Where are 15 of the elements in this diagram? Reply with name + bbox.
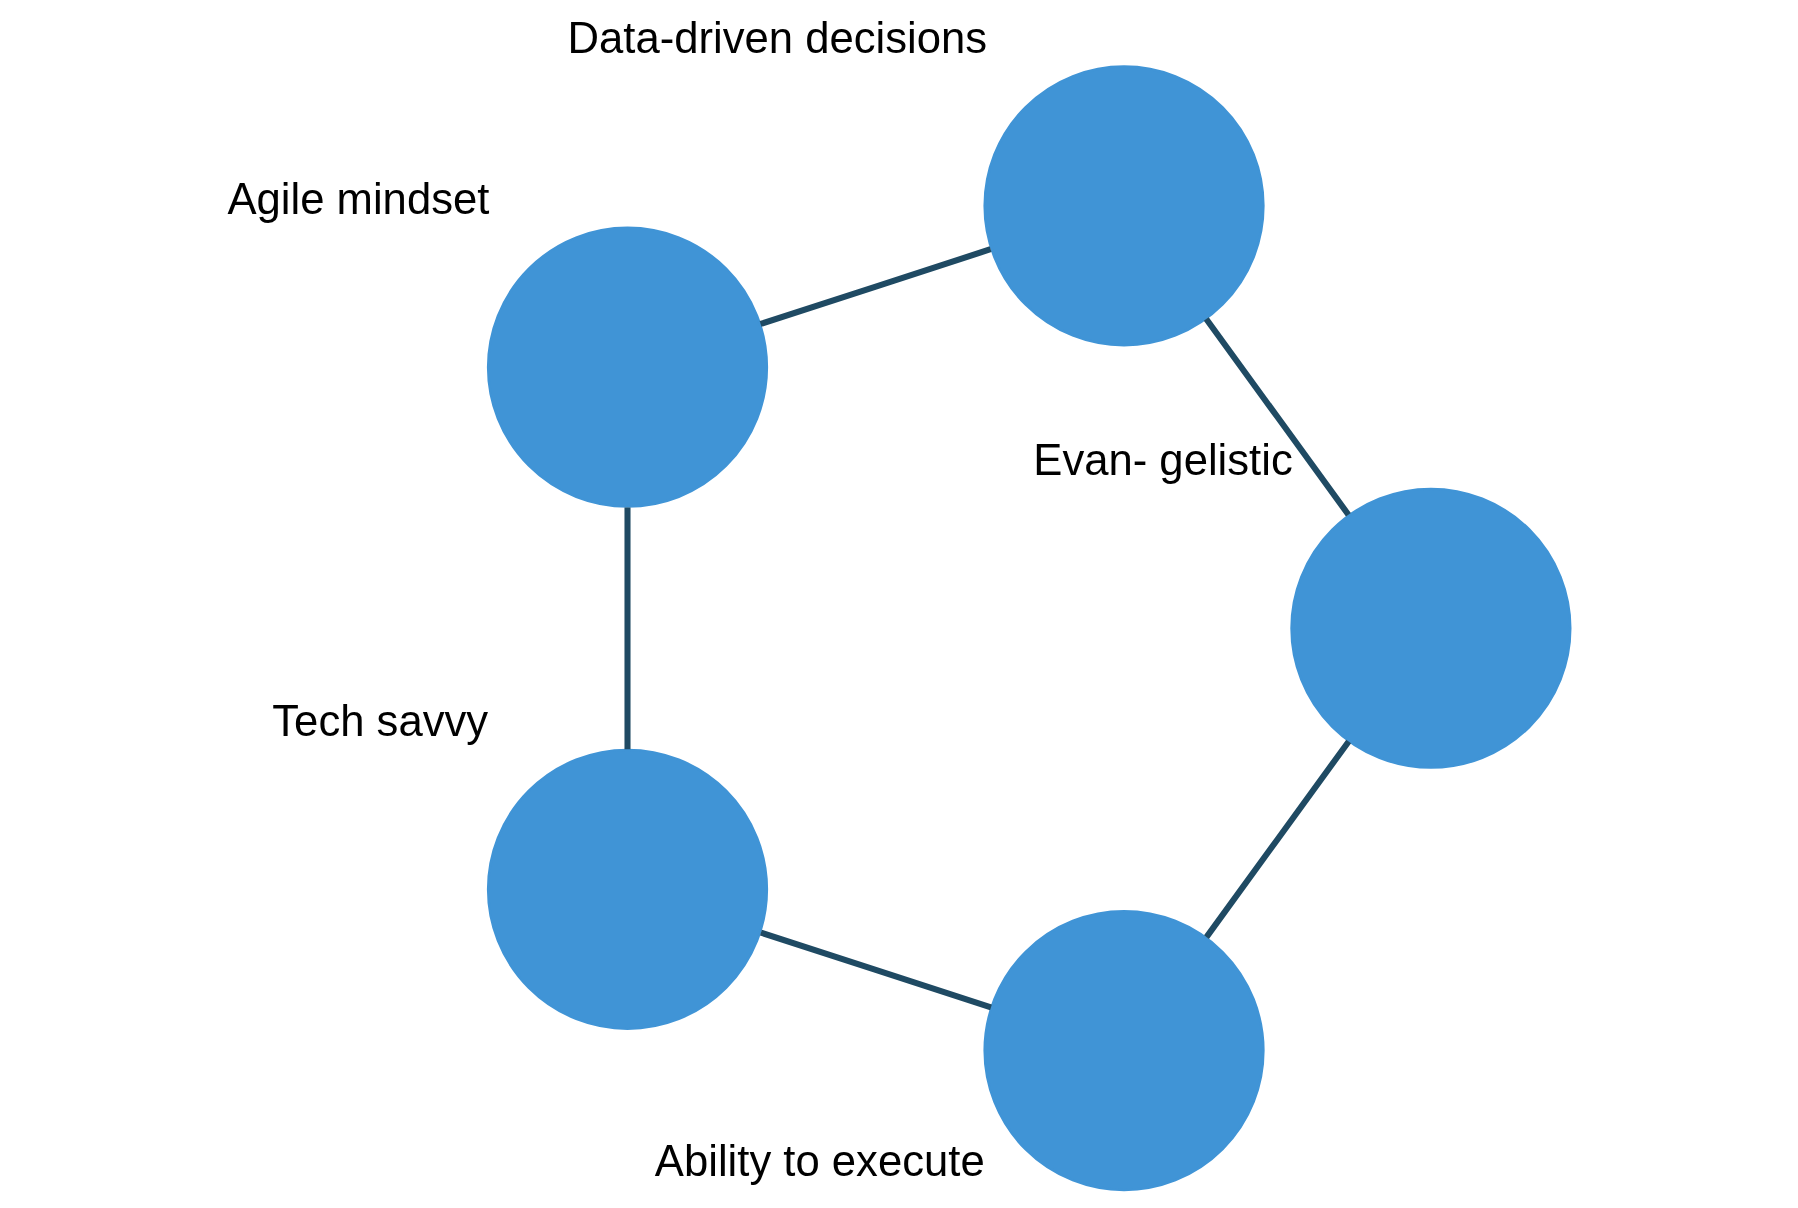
node-label: Tech savvy (271, 697, 488, 746)
node-circle (1289, 487, 1571, 769)
node-circle (982, 910, 1265, 1192)
connector (623, 507, 631, 750)
node-label: Ability to execute (654, 1137, 985, 1186)
node-label: Evan- gelistic (1032, 436, 1293, 485)
connector (759, 246, 992, 327)
node-circle (486, 748, 768, 1030)
node-circle (982, 65, 1265, 347)
connector (759, 929, 992, 1011)
node-circle (486, 226, 768, 508)
node-label: Agile mindset (226, 175, 489, 224)
connector (1203, 317, 1351, 517)
node-label: Data-driven decisions (567, 13, 987, 62)
connector (1203, 739, 1351, 939)
